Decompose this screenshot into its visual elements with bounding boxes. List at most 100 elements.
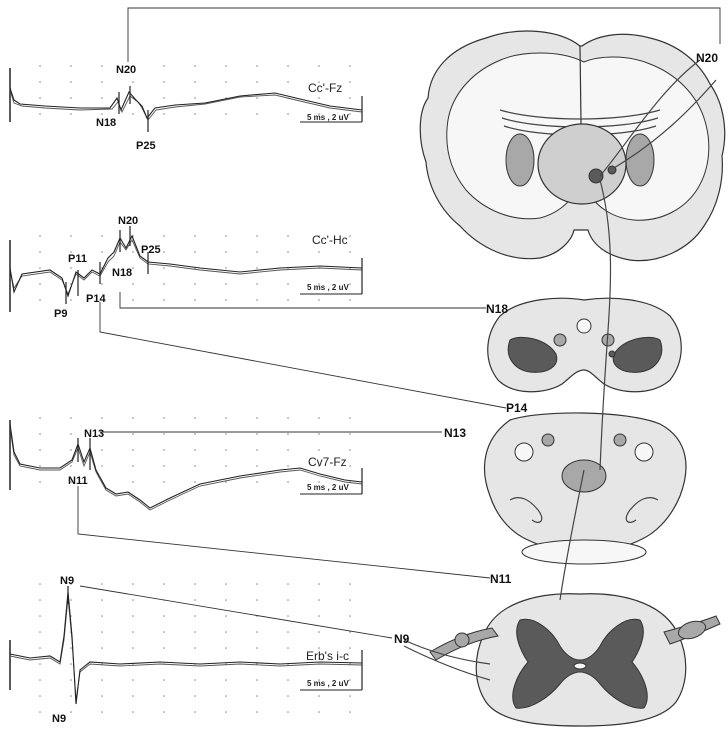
grid-dot	[132, 267, 134, 269]
grid-dot	[287, 481, 289, 483]
dorsal-root-ganglion-left	[455, 633, 469, 647]
grid-dot	[256, 695, 258, 697]
grid-dot	[101, 599, 103, 601]
grid-dot	[39, 583, 41, 585]
grid-dot	[132, 695, 134, 697]
grid-dot	[225, 679, 227, 681]
grid-dot	[256, 235, 258, 237]
grid-dot	[287, 235, 289, 237]
grid-dot	[225, 299, 227, 301]
peak-label-n18: N18	[96, 117, 116, 129]
thalamus	[538, 124, 626, 204]
grid-dot	[39, 631, 41, 633]
grid-dot	[349, 433, 351, 435]
grid-dot	[101, 631, 103, 633]
grid-dot	[163, 615, 165, 617]
grid-dot	[256, 647, 258, 649]
grid-dot	[256, 267, 258, 269]
grid-dot	[163, 695, 165, 697]
calibration-label: 5 ms , 2 uV	[307, 483, 349, 492]
grid-dot	[287, 647, 289, 649]
peak-label-n9-bottom: N9	[52, 713, 66, 725]
grid-dot	[349, 81, 351, 83]
grid-dot	[318, 299, 320, 301]
grid-dot	[318, 695, 320, 697]
grid-dot	[349, 647, 351, 649]
grid-dot	[318, 449, 320, 451]
grid-dot	[163, 481, 165, 483]
grid-dot	[70, 81, 72, 83]
grid-dot	[163, 81, 165, 83]
grid-dot	[287, 433, 289, 435]
grid-dot	[287, 615, 289, 617]
grid-dot	[132, 465, 134, 467]
grid-dot	[163, 235, 165, 237]
calibration-label: 5 ms , 2 uV	[307, 679, 349, 688]
nucleus-cuneatus-right	[614, 434, 626, 446]
grid-dot	[318, 433, 320, 435]
grid-dot	[163, 299, 165, 301]
grid-dot	[194, 481, 196, 483]
grid-dot	[256, 65, 258, 67]
medulla-section	[485, 413, 686, 564]
grid-dot	[132, 481, 134, 483]
trace-panel-cc-hc: Cc'-Hc 5 ms , 2 uV N20 P11 P25 N18 P9 P1…	[10, 215, 362, 320]
grid-dot	[163, 465, 165, 467]
grid-dot	[39, 679, 41, 681]
grid-dot	[225, 465, 227, 467]
peak-label-n9-top: N9	[60, 575, 74, 587]
grid-dot	[39, 299, 41, 301]
grid-dot	[163, 97, 165, 99]
grid-dot	[225, 583, 227, 585]
grid-dot	[194, 615, 196, 617]
grid-dot	[318, 599, 320, 601]
grid-dot	[39, 449, 41, 451]
grid-dot	[256, 631, 258, 633]
grid-dot	[132, 711, 134, 713]
grid-dot	[194, 599, 196, 601]
grid-dot	[349, 465, 351, 467]
grid-dot	[39, 235, 41, 237]
grid-dot	[349, 711, 351, 713]
grid-dot	[225, 449, 227, 451]
peak-label-p9: P9	[54, 308, 67, 320]
grid-dot	[318, 631, 320, 633]
grid-dot	[349, 113, 351, 115]
grid-dot	[225, 615, 227, 617]
grid-dot	[225, 599, 227, 601]
grid-dot	[256, 433, 258, 435]
waveform-secondary	[10, 428, 362, 510]
grid-dot	[132, 631, 134, 633]
anatomy-label-n20: N20	[696, 51, 718, 65]
peak-label-p25: P25	[141, 244, 161, 256]
channel-label: Cc'-Fz	[308, 81, 342, 95]
trace-panel-erb: Erb's i-c 5 ms , 2 uV N9 N9	[10, 575, 362, 725]
grid-dot	[256, 283, 258, 285]
grid-dot	[287, 711, 289, 713]
connector-n9	[80, 586, 392, 638]
grid-dot	[349, 417, 351, 419]
central-canal	[574, 663, 586, 669]
grid-dot	[194, 583, 196, 585]
grid-dot	[163, 417, 165, 419]
peak-label-p25: P25	[136, 140, 156, 152]
grid-dot	[70, 267, 72, 269]
grid-dot	[163, 251, 165, 253]
grid-dot	[194, 433, 196, 435]
nucleus-gracilis-left	[515, 443, 533, 461]
grid-dot	[132, 615, 134, 617]
grid-dot	[132, 599, 134, 601]
grid-dot	[132, 299, 134, 301]
grid-dot	[132, 433, 134, 435]
brainstem-nucleus-small	[609, 351, 615, 357]
channel-label: Erb's i-c	[306, 649, 349, 663]
grid-dot	[101, 647, 103, 649]
grid-dot	[349, 251, 351, 253]
grid-dot	[194, 647, 196, 649]
grid-dot	[318, 615, 320, 617]
basal-ganglia-left	[506, 134, 534, 186]
grid-dot	[256, 81, 258, 83]
grid-dot	[287, 449, 289, 451]
grid-dot	[194, 299, 196, 301]
grid-dot	[194, 631, 196, 633]
